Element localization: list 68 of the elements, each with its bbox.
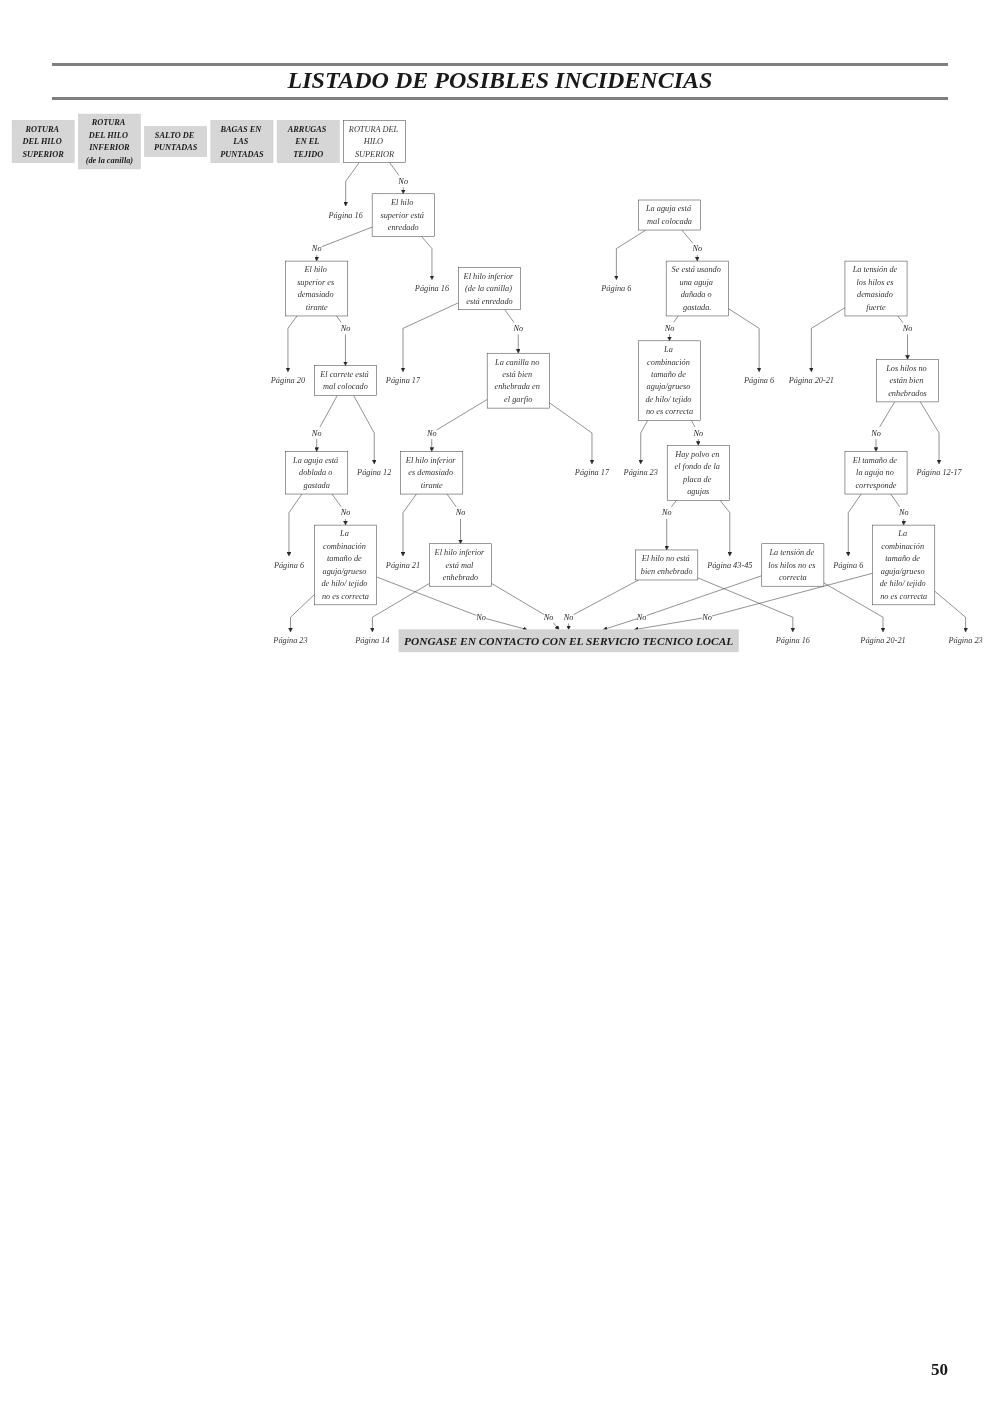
node-box: El hilo superior es demasiado tirante <box>285 260 349 317</box>
node-box: ARRUGAS EN EL TEJIDO <box>276 120 340 163</box>
edge-label: No <box>476 612 486 622</box>
node-box: PONGASE EN CONTACTO CON EL SERVICIO TECNICO LOCAL <box>398 629 739 653</box>
edge-label: No <box>692 244 703 253</box>
edge-label: No <box>543 612 554 622</box>
edge-label: No <box>311 244 322 253</box>
node-box: La aguja está mal colocada <box>638 199 701 231</box>
edge-label: No <box>340 508 351 517</box>
node-box: El hilo inferior (de la canilla) está enredado <box>458 267 521 310</box>
node-box: Los hilos no están bien enhebrados <box>876 359 939 403</box>
node-box: ROTURA DEL HILO SUPERIOR <box>343 120 406 163</box>
node-box: Hay polvo en el fondo de la placa de agujas <box>666 445 730 501</box>
node-text: Página 23 <box>273 636 308 645</box>
node-text: Página 43-45 <box>707 560 753 570</box>
edge-label: No <box>513 323 524 333</box>
node-text: Página 16 <box>328 210 363 220</box>
edge-label: No <box>311 428 322 438</box>
edge-label: No <box>636 612 647 622</box>
node-text: Página 17 <box>574 468 610 477</box>
edge-label: No <box>693 428 704 438</box>
node-box: SALTO DE PUNTADAS <box>144 126 207 157</box>
node-box: El tamaño de la aguja no corresponde <box>844 451 908 495</box>
node-box: El hilo superior está enredado <box>371 193 435 237</box>
node-text: Página 6 <box>833 560 864 570</box>
edge-label: No <box>398 176 409 186</box>
node-box: El carrete está mal colocado <box>314 365 377 396</box>
node-box: La canilla no está bien enhebrada en el garfio <box>486 353 550 409</box>
node-text: Página 6 <box>273 560 305 570</box>
edge-label: No <box>702 612 712 622</box>
node-text: Página 17 <box>385 376 421 385</box>
node-box: BAGAS EN LAS PUNTADAS <box>210 120 274 163</box>
node-box: La tensión de los hilos no es correcta <box>761 543 825 587</box>
node-text: Página 23 <box>948 636 983 645</box>
node-text: Página 20-21 <box>860 636 906 645</box>
page-number: 50 <box>931 1360 948 1380</box>
node-box: Se está usando una aguja dañada o gastada. <box>665 260 729 317</box>
node-text: Página 16 <box>775 636 810 645</box>
node-text: Página 21 <box>385 560 421 570</box>
node-box: La combinación tamaño de aguja/grueso de hilo/ tejido no es correcta <box>638 340 701 421</box>
node-text: Página 20-21 <box>788 376 835 385</box>
edge-label: No <box>902 323 913 333</box>
node-text: Página 12 <box>357 468 392 477</box>
node-box: La combinación tamaño de aguja/grueso de hilo/ tejido no es correcta <box>872 524 936 606</box>
node-box: El hilo inferior está mal enhebrado <box>429 543 492 587</box>
node-box: La combinación tamaño de aguja/grueso de hilo/ tejido no es correcta <box>314 524 377 606</box>
edge-label: No <box>661 508 672 517</box>
node-text: Página 23 <box>623 468 658 477</box>
node-text: Página 14 <box>355 636 390 645</box>
node-text: Página 6 <box>601 283 632 293</box>
edge-label: No <box>563 612 574 622</box>
node-text: Página 6 <box>744 376 775 385</box>
edge-label: No <box>664 323 675 333</box>
node-box: La aguja está doblada o gastada <box>285 451 349 495</box>
edge-label: No <box>455 508 466 517</box>
node-box: ROTURA DEL HILO SUPERIOR <box>11 120 75 163</box>
node-box: El hilo no está bien enhebrado <box>635 549 699 581</box>
title: LISTADO DE POSIBLES INCIDENCIAS <box>286 66 714 94</box>
node-text: Página 20 <box>270 376 306 385</box>
node-text: Página 16 <box>414 283 450 293</box>
edge-label: No <box>426 428 437 438</box>
node-box: El hilo inferior es demasiado tirante <box>400 451 464 495</box>
edge-label: No <box>871 428 881 438</box>
edge-label: No <box>340 323 351 333</box>
node-box: La tensión de los hilos es demasiado fuerte <box>844 260 908 317</box>
node-box: ROTURA DEL HILO INFERIOR (de la canilla) <box>78 113 141 170</box>
node-text: Página 12-17 <box>916 468 962 477</box>
edge-label: No <box>898 508 909 517</box>
